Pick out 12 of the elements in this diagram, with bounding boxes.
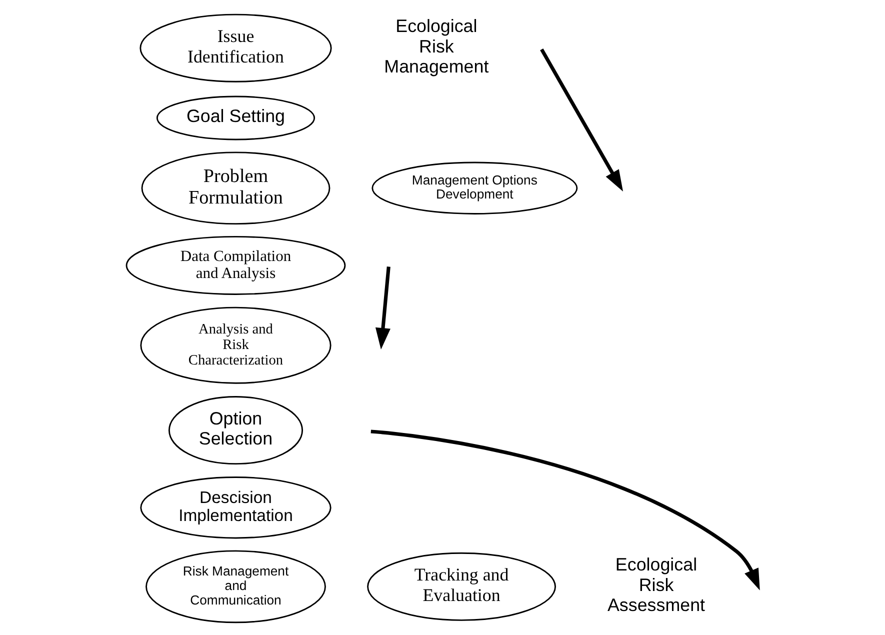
node-ellipse: Analysis and Risk Characterization bbox=[140, 306, 332, 384]
label: Ecological Risk Assessment bbox=[607, 554, 706, 616]
node-ellipse: Data Compilation and Analysis bbox=[126, 236, 346, 295]
node-ellipse: Issue Identification bbox=[140, 14, 332, 82]
node-ellipse: Tracking and Evaluation bbox=[367, 552, 556, 621]
label: Ecological Risk Management bbox=[384, 16, 489, 77]
node-ellipse: Problem Formulation bbox=[141, 152, 330, 225]
node-ellipse: Risk Management and Communication bbox=[146, 550, 326, 624]
node-ellipse: Descision Implementation bbox=[140, 476, 332, 539]
node-ellipse: Option Selection bbox=[168, 396, 304, 465]
node-ellipse: Goal Setting bbox=[156, 96, 316, 140]
node-ellipse: Management Options Development bbox=[372, 162, 578, 214]
